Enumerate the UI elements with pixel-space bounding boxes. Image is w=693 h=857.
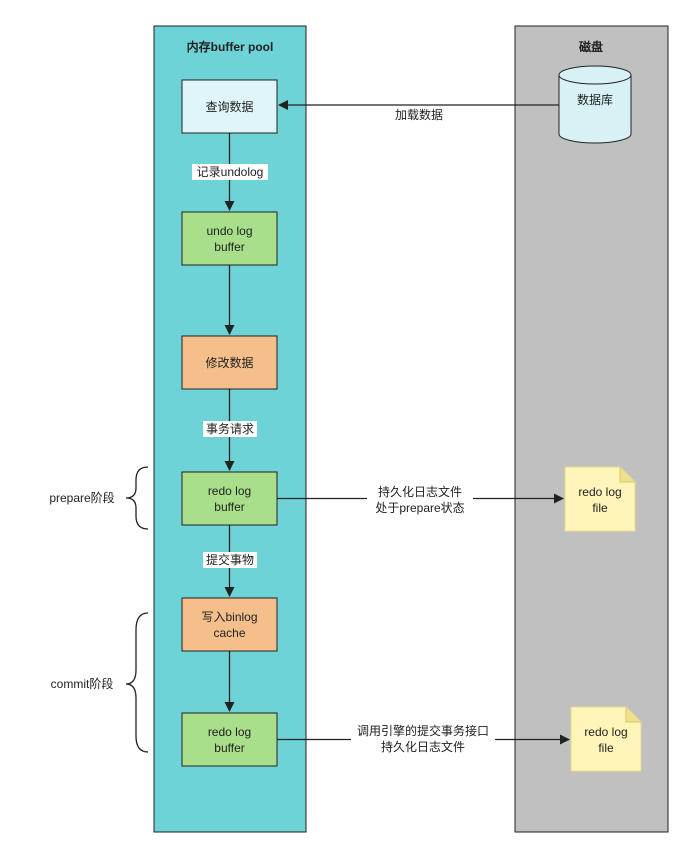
disk-title: 磁盘 [578,39,603,54]
edge-label-load-data: 加载数据 [395,107,443,122]
prepare-phase-label: prepare阶段 [49,490,114,505]
redo-log-file-icon-commit [570,706,642,772]
node-undo-log-buffer-line1: undo log [206,224,252,238]
node-write-binlog-cache [181,597,278,652]
edge-label-bg-persist-commit [351,723,495,755]
node-modify-data [181,335,278,390]
node-redo-log-buffer-prepare-line2: buffer [214,500,244,514]
edge-label-persist-prepare-line1: 持久化日志文件 [378,484,462,499]
commit-phase-label: commit阶段 [51,676,114,691]
edge-label-txn-request: 事务请求 [206,421,254,436]
edge-label-record-undo: 记录undolog [197,165,264,179]
node-redo-log-buffer-commit [181,712,278,767]
node-redo-log-buffer-commit-line1: redo log [208,725,251,739]
redo-log-file-commit-line1: redo log [584,725,627,739]
node-redo-log-buffer-commit-line2: buffer [214,741,244,755]
edge-label-persist-commit-line1: 调用引擎的提交事务接口 [357,723,489,738]
edge-label-bg-load-data [390,107,448,123]
node-write-binlog-cache-line1: 写入binlog [201,610,257,624]
redo-log-file-prepare-line1: redo log [578,485,621,499]
redo-log-file-commit-line2: file [598,741,614,755]
node-redo-log-buffer-prepare [181,471,278,526]
edge-label-bg-txn-request [203,421,257,437]
redo-log-file-icon-prepare [564,466,636,532]
commit-phase-brace [125,612,149,753]
prepare-phase-brace [125,466,149,530]
node-query-data-label: 查询数据 [205,99,253,114]
node-undo-log-buffer [181,211,278,266]
edge-label-persist-prepare-line2: 处于prepare状态 [375,501,464,515]
node-query-data [181,79,278,134]
database-cylinder: 数据库 [558,65,632,144]
database-label: 数据库 [577,92,613,107]
edge-label-commit-txn: 提交事物 [206,552,254,567]
node-modify-data-label: 修改数据 [205,355,253,370]
node-undo-log-buffer-line2: buffer [214,240,244,254]
disk-container [514,25,669,833]
buffer-pool-title: 内存buffer pool [187,39,274,54]
edge-label-persist-commit-line2: 持久化日志文件 [381,739,465,754]
node-redo-log-buffer-prepare-line1: redo log [208,484,251,498]
edge-label-bg-record-undo [192,164,268,180]
edge-label-bg-persist-prepare [367,484,473,516]
node-write-binlog-cache-line2: cache [213,626,245,640]
redo-log-file-prepare-line2: file [592,501,608,515]
edge-label-bg-commit-txn [203,552,257,568]
